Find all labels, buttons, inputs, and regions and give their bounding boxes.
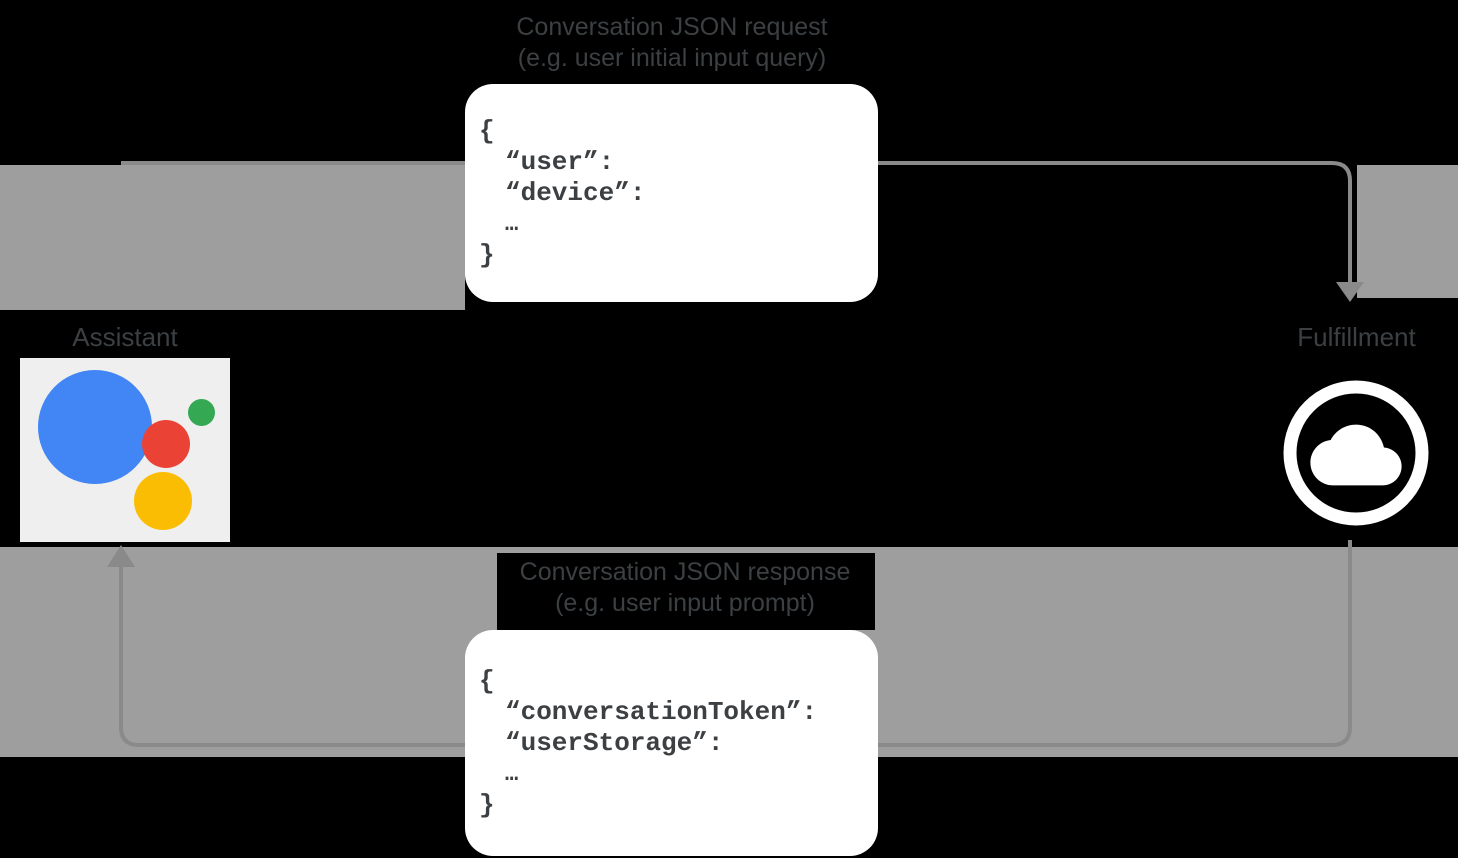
request-json-open-brace: {	[479, 116, 495, 146]
assistant-node-card	[20, 358, 230, 542]
fulfillment-node-card	[1263, 368, 1450, 538]
assistant-logo-blue-circle	[38, 370, 152, 484]
request-arrow	[121, 161, 1352, 282]
assistant-logo-red-circle	[142, 420, 190, 468]
response-json-field-conversationtoken: “conversationToken”:	[505, 697, 818, 727]
request-json-field-user: “user”:	[505, 147, 615, 177]
response-title: Conversation JSON response (e.g. user in…	[385, 557, 985, 619]
request-json-close-brace: }	[479, 240, 495, 270]
request-band-right	[1357, 165, 1458, 298]
request-title-line2: (e.g. user initial input query)	[517, 44, 827, 72]
request-title-line1: Conversation JSON request	[516, 13, 828, 41]
response-json-open-brace: {	[479, 666, 495, 696]
fulfillment-node-label: Fulfillment	[1297, 322, 1416, 352]
assistant-node-label: Assistant	[72, 322, 178, 352]
response-json-ellipsis: …	[505, 762, 519, 787]
assistant-logo-green-circle	[188, 399, 215, 426]
response-arrowhead-icon	[107, 545, 135, 567]
request-json-box: { “user”: “device”: … }	[465, 84, 878, 302]
response-json-field-userstorage: “userStorage”:	[505, 728, 724, 758]
request-band-left	[0, 165, 465, 310]
request-json-field-device: “device”:	[505, 178, 646, 208]
cloud-icon	[1283, 380, 1429, 526]
response-title-line1: Conversation JSON response	[519, 558, 851, 586]
request-json-ellipsis: …	[505, 212, 519, 237]
response-title-line2: (e.g. user input prompt)	[555, 589, 815, 617]
request-title: Conversation JSON request (e.g. user ini…	[372, 12, 972, 74]
response-title-backdrop	[497, 553, 875, 630]
request-arrowhead-icon	[1336, 282, 1364, 302]
response-json-close-brace: }	[479, 790, 495, 820]
assistant-logo-yellow-circle	[134, 472, 192, 530]
response-json-box: { “conversationToken”: “userStorage”: … …	[465, 630, 878, 856]
